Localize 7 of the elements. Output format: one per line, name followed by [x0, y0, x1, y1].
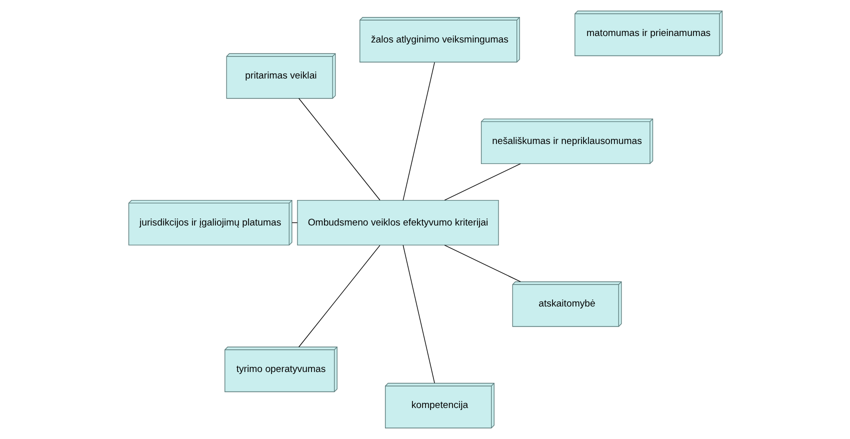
connector: [402, 244, 434, 384]
connector: [402, 62, 434, 201]
node-box: Ombudsmeno veiklos efektyvumo kriterijai: [296, 200, 498, 246]
connector: [444, 163, 520, 201]
connector: [298, 98, 380, 200]
connector: [444, 244, 520, 282]
connector: [298, 244, 380, 348]
